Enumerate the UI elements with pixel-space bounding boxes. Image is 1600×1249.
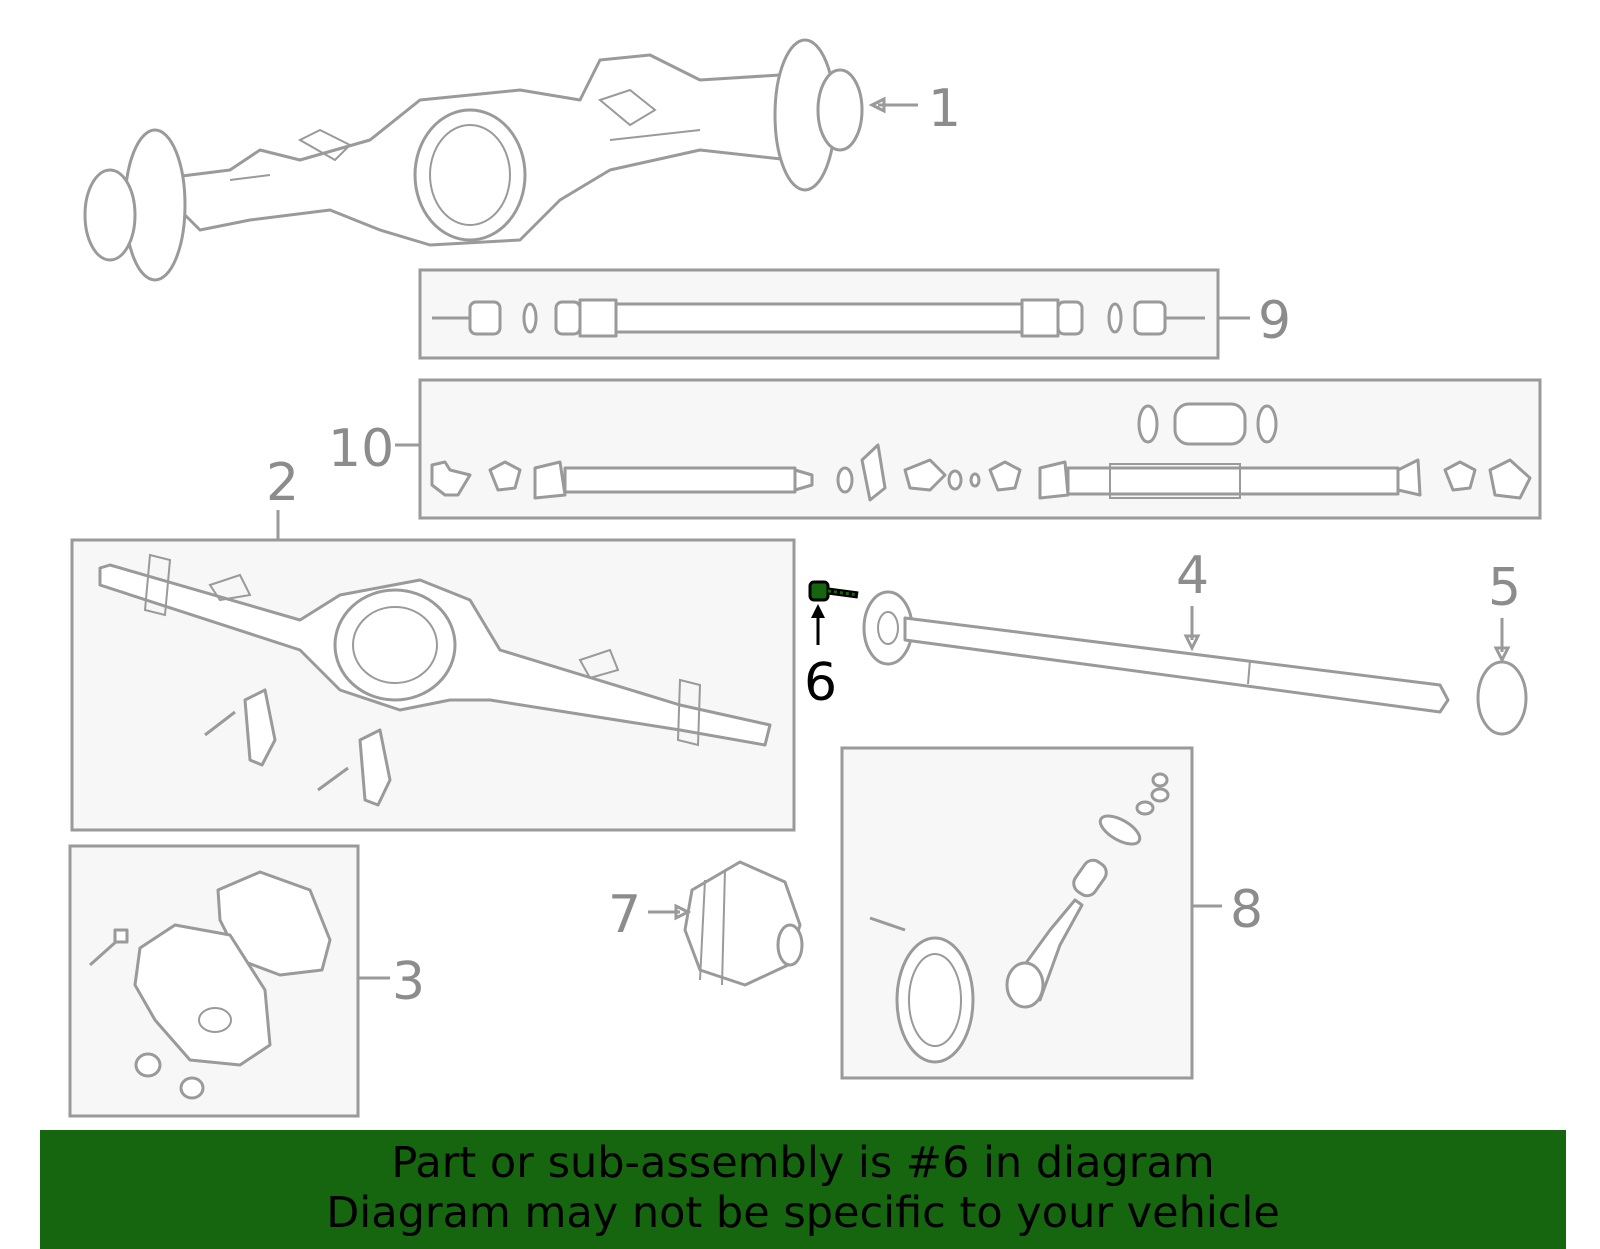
info-banner: Part or sub-assembly is #6 in diagram Di… [40, 1130, 1566, 1249]
callout-8[interactable]: 8 [1230, 880, 1263, 940]
axle-assembly-illustration[interactable] [83, 38, 864, 282]
driveshaft-illustration [432, 298, 1205, 338]
axle-shaft-illustration[interactable] [862, 590, 1450, 714]
seal-ring-illustration[interactable] [1476, 660, 1528, 736]
two-piece-driveshaft-box[interactable] [418, 378, 1542, 520]
two-piece-driveshaft-illustration [430, 402, 1532, 502]
differential-cover-illustration [89, 870, 332, 1100]
ring-and-pinion-illustration [869, 772, 1170, 1064]
callout-4[interactable]: 4 [1176, 546, 1209, 606]
bolt-part-6[interactable] [808, 580, 859, 602]
callout-10[interactable]: 10 [328, 419, 394, 479]
banner-line-1: Part or sub-assembly is #6 in diagram [391, 1138, 1215, 1188]
callout-9[interactable]: 9 [1258, 291, 1291, 351]
differential-case-illustration[interactable] [683, 860, 804, 987]
callout-3[interactable]: 3 [392, 952, 425, 1012]
callout-5[interactable]: 5 [1488, 558, 1521, 618]
callout-6[interactable]: 6 [804, 653, 837, 713]
axle-housing-illustration [98, 553, 772, 807]
callout-1[interactable]: 1 [928, 79, 961, 139]
callout-2[interactable]: 2 [266, 453, 299, 513]
callout-7[interactable]: 7 [608, 885, 641, 945]
ring-and-pinion-box[interactable] [840, 746, 1194, 1080]
banner-line-2: Diagram may not be specific to your vehi… [326, 1188, 1280, 1238]
